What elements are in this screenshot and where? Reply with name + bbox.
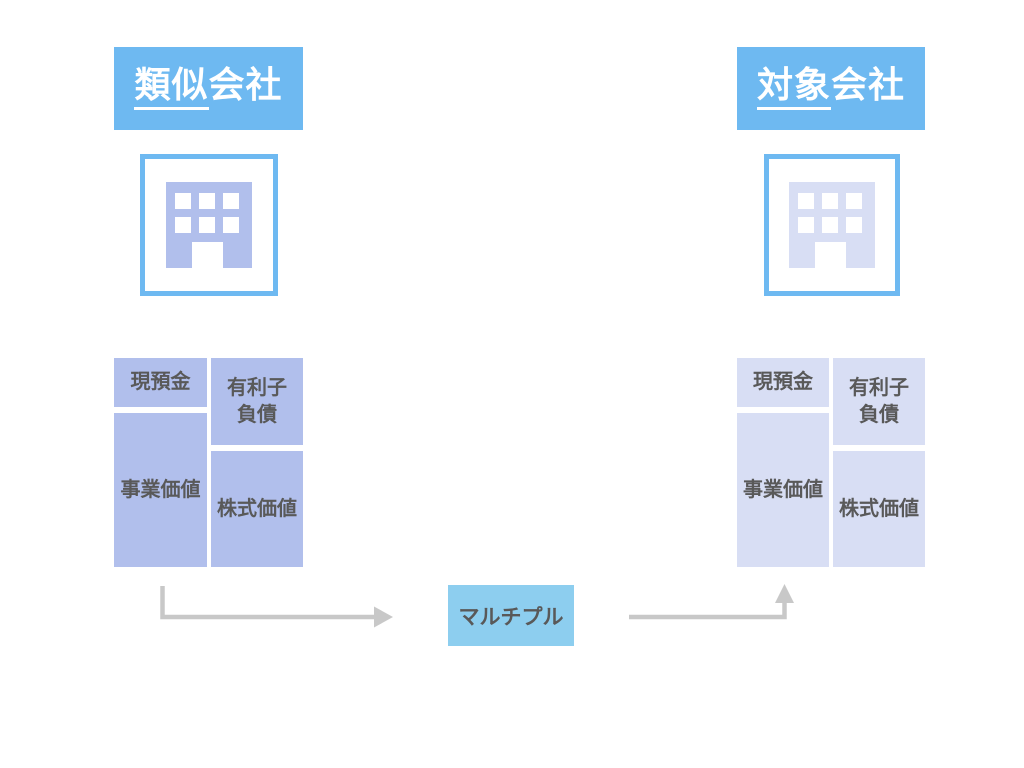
similar-company-title: 類似会社 xyxy=(114,47,303,130)
similar-cash-box: 現預金 xyxy=(114,358,207,407)
target-enterprise-value-box: 事業価値 xyxy=(737,413,829,567)
similar-equity-value-box: 株式価値 xyxy=(211,451,303,567)
target-cash-box: 現預金 xyxy=(737,358,829,407)
target-equity-value-label: 株式価値 xyxy=(839,497,919,520)
similar-cash-label: 現預金 xyxy=(130,371,191,393)
building-icon xyxy=(789,182,875,268)
multiple-label: マルチプル xyxy=(458,605,564,629)
similar-debt-box: 有利子負債 xyxy=(211,358,303,445)
target-enterprise-value-label: 事業価値 xyxy=(743,478,823,501)
target-debt-box: 有利子負債 xyxy=(833,358,925,445)
similar-equity-value-label: 株式価値 xyxy=(217,497,297,520)
target-company-title-underlined: 対象 xyxy=(756,67,831,110)
building-icon xyxy=(166,182,252,268)
similar-enterprise-value-box: 事業価値 xyxy=(114,413,207,567)
target-company-title-rest: 会社 xyxy=(831,64,906,105)
similar-company-title-underlined: 類似 xyxy=(134,67,209,110)
similar-debt-label: 有利子負債 xyxy=(227,376,287,426)
target-debt-label: 有利子負債 xyxy=(849,376,909,426)
target-cash-label: 現預金 xyxy=(753,371,813,393)
similar-enterprise-value-label: 事業価値 xyxy=(120,478,201,501)
similar-company-title-rest: 会社 xyxy=(208,64,283,105)
multiple-box: マルチプル xyxy=(448,585,574,646)
similar-company-building-frame xyxy=(140,154,278,296)
arrow-multiple-to-target xyxy=(629,584,794,620)
target-company-title: 対象会社 xyxy=(737,47,925,130)
target-equity-value-box: 株式価値 xyxy=(833,451,925,567)
arrow-similar-to-multiple xyxy=(160,586,393,628)
target-company-building-frame xyxy=(764,154,900,296)
